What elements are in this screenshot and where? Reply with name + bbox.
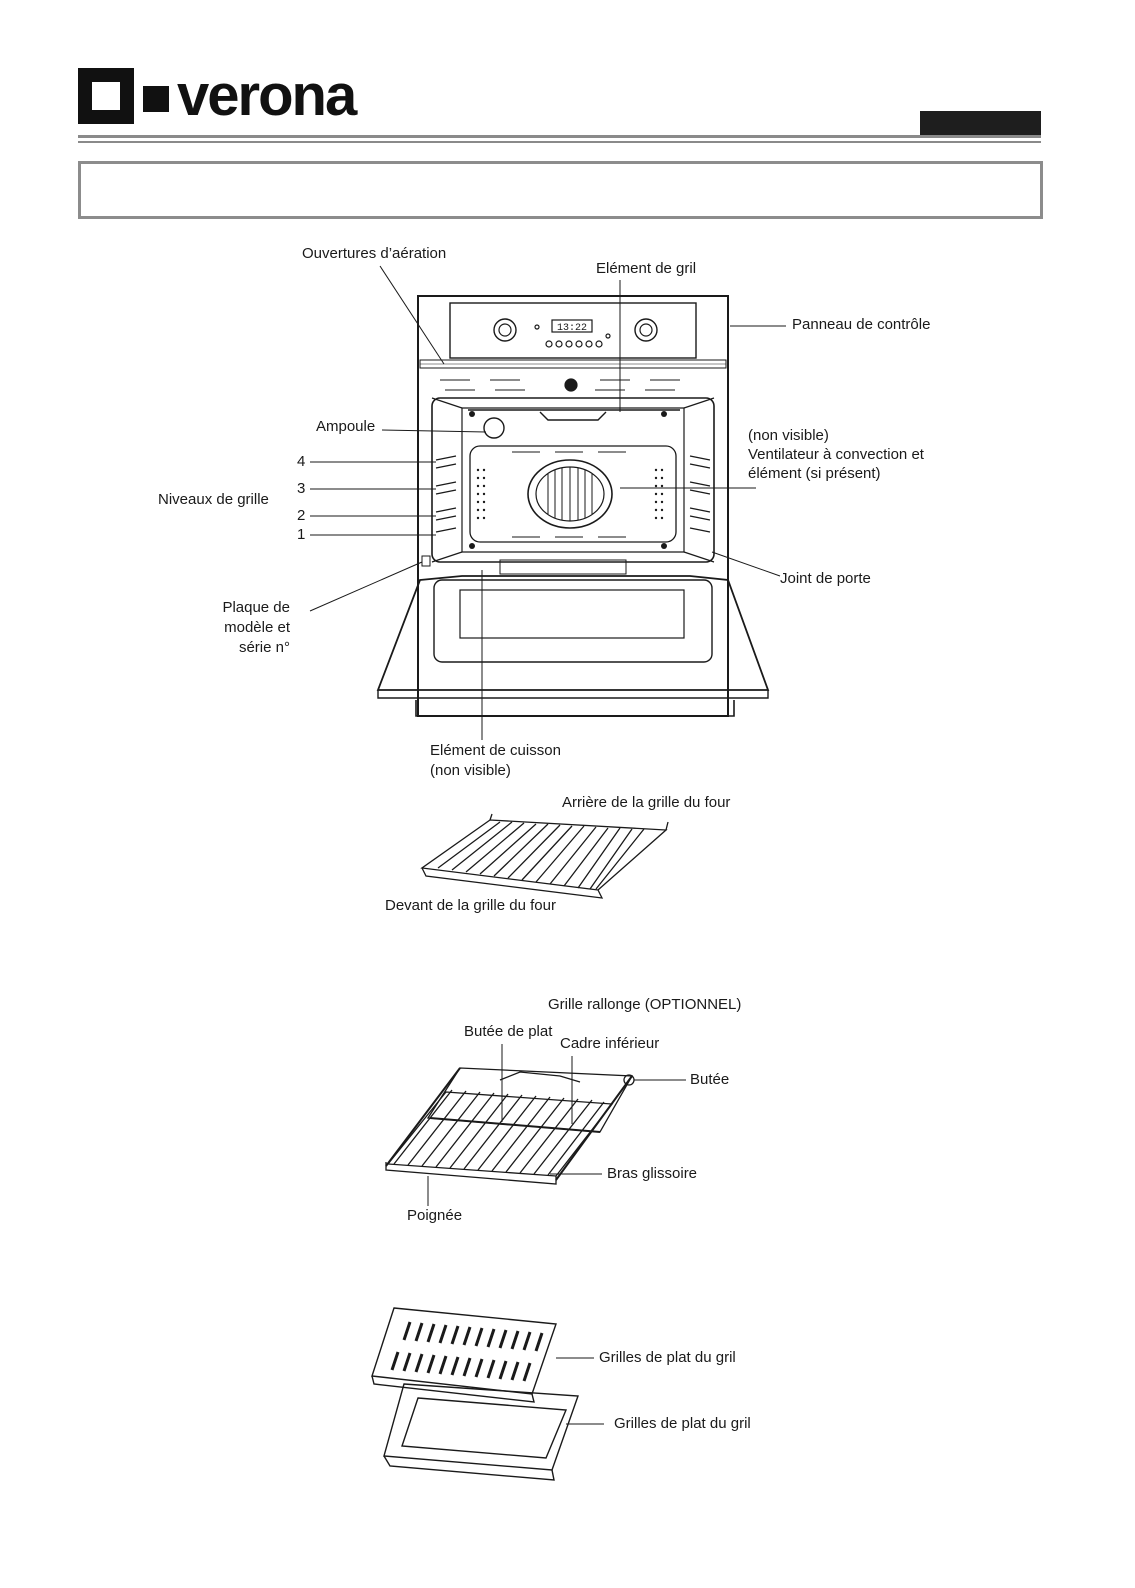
label-plate-line1: Plaque de <box>222 599 290 616</box>
label-control-panel: Panneau de contrôle <box>792 316 931 333</box>
oven-rack <box>420 813 669 899</box>
section-title-box <box>78 161 1043 219</box>
label-bulb: Ampoule <box>316 418 376 435</box>
label-bake-line1: Elément de cuisson <box>430 742 561 759</box>
label-fan-line1: (non visible) <box>748 427 829 444</box>
label-level-4: 4 <box>297 453 306 470</box>
bulb-icon <box>483 417 505 439</box>
label-lower-frame: Cadre inférieur <box>560 1035 660 1052</box>
oven-body: 13:22 <box>376 295 770 717</box>
label-rack-front: Devant de la grille du four <box>385 897 556 914</box>
logo-small-square <box>143 86 169 112</box>
temperature-knob-icon <box>634 318 658 342</box>
broiler-leaders <box>556 1357 604 1425</box>
broiler-grid <box>371 1307 557 1403</box>
convection-fan-icon <box>527 459 613 529</box>
label-broiler-top: Grilles de plat du gril <box>599 1349 736 1366</box>
clock-display-text: 13:22 <box>557 323 587 334</box>
extension-rack <box>385 1067 635 1185</box>
broiler-pan <box>383 1383 579 1481</box>
label-level-3: 3 <box>297 480 306 497</box>
selector-knob-icon <box>493 318 517 342</box>
perforation-right <box>654 468 664 520</box>
label-door-gasket: Joint de porte <box>780 570 871 587</box>
vent-slots <box>440 379 680 391</box>
label-dish-stop: Butée de plat <box>464 1023 553 1040</box>
label-broil-element: Elément de gril <box>596 260 697 277</box>
header-rule-thin <box>78 141 1041 143</box>
label-rack-levels: Niveaux de grille <box>158 491 269 508</box>
label-rack-rear: Arrière de la grille du four <box>562 794 731 811</box>
label-fan-line3: élément (si présent) <box>748 465 881 482</box>
label-fan-line2: Ventilateur à convection et <box>748 446 924 463</box>
label-level-1: 1 <box>297 526 306 543</box>
label-extension-title: Grille rallonge (OPTIONNEL) <box>548 996 742 1013</box>
label-bake-line2: (non visible) <box>430 762 511 779</box>
header-tab <box>920 111 1041 135</box>
label-level-2: 2 <box>297 507 306 524</box>
fan-grille <box>547 467 593 521</box>
label-plate-line2: modèle et <box>224 619 290 636</box>
corner-screws <box>469 411 667 549</box>
oven-leaders <box>309 265 786 740</box>
rack-guides <box>435 455 711 533</box>
label-slide-arm: Bras glissoire <box>607 1165 698 1182</box>
brand-name: verona <box>177 63 357 128</box>
label-stop: Butée <box>690 1071 730 1088</box>
label-broiler-bottom: Grilles de plat du gril <box>614 1415 751 1432</box>
label-vents: Ouvertures d’aération <box>302 245 447 262</box>
perforation-left <box>476 468 486 520</box>
label-handle: Poignée <box>407 1207 463 1224</box>
extension-leaders <box>427 1044 686 1206</box>
label-plate-line3: série n° <box>238 639 290 656</box>
model-plate-icon <box>421 555 431 567</box>
door-lock-icon <box>564 378 578 392</box>
header-rule <box>78 135 1041 138</box>
control-buttons <box>534 324 611 348</box>
logo-inner-square <box>92 82 120 110</box>
back-slots <box>512 451 626 538</box>
clock-display <box>551 319 593 333</box>
